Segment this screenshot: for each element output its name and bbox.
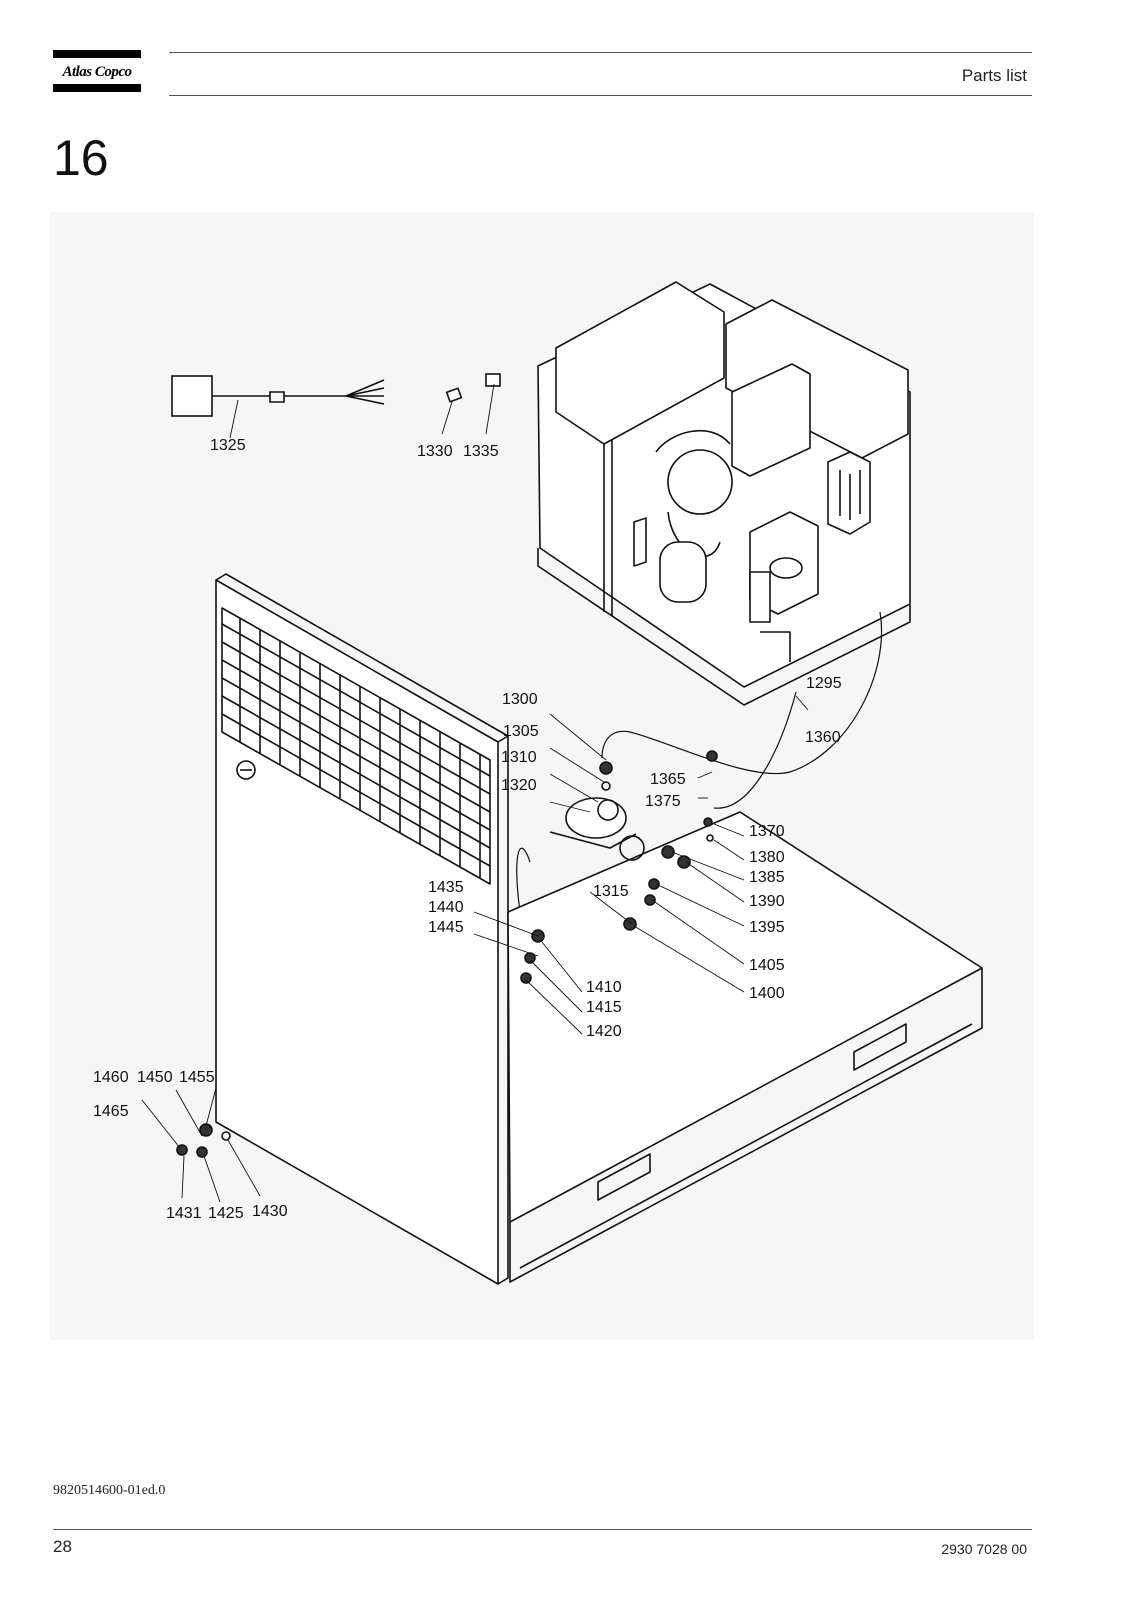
callout-1435: 1435 <box>428 879 464 896</box>
logo-wordmark: Atlas Copco <box>62 64 132 80</box>
enclosure-panel <box>215 573 509 1285</box>
callout-1315: 1315 <box>593 883 629 900</box>
callout-1365: 1365 <box>650 771 686 788</box>
callout-1375: 1375 <box>645 793 681 810</box>
logo-bar-bottom <box>53 84 141 92</box>
callout-1300: 1300 <box>502 691 538 708</box>
callout-1320: 1320 <box>501 777 537 794</box>
base-frame <box>507 811 983 1283</box>
page-title: Parts list <box>961 66 1027 85</box>
callout-1390: 1390 <box>749 893 785 910</box>
logo-bar-top <box>53 50 141 58</box>
header-rule-top <box>169 52 1032 53</box>
callout-1370: 1370 <box>749 823 785 840</box>
callout-1305: 1305 <box>503 723 539 740</box>
section-number: 16 <box>53 130 109 186</box>
callout-labels: 1325 1330 1335 1300 1305 1310 1320 1295 … <box>93 437 842 1222</box>
callout-1440: 1440 <box>428 899 464 916</box>
header-rule-bottom <box>169 95 1032 96</box>
footer-rule <box>53 1529 1032 1530</box>
dryer-unit <box>537 281 911 706</box>
callout-1425: 1425 <box>208 1205 244 1222</box>
callout-1405: 1405 <box>749 957 785 974</box>
page-number: 28 <box>53 1537 72 1556</box>
callout-1330: 1330 <box>417 443 453 460</box>
callout-1415: 1415 <box>586 999 622 1016</box>
callout-1450: 1450 <box>137 1069 173 1086</box>
callout-1455: 1455 <box>179 1069 215 1086</box>
callout-1465: 1465 <box>93 1103 129 1120</box>
callout-1310: 1310 <box>501 749 537 766</box>
document-code: 9820514600-01ed.0 <box>53 1483 166 1498</box>
callout-1420: 1420 <box>586 1023 622 1040</box>
part-number: 2930 7028 00 <box>941 1541 1027 1557</box>
callout-1410: 1410 <box>586 979 622 996</box>
leader-lines <box>141 383 809 1203</box>
exploded-parts-drawing: 1325 1330 1335 1300 1305 1310 1320 1295 … <box>50 212 1034 1340</box>
connector-parts <box>171 373 718 1158</box>
callout-1431: 1431 <box>166 1205 202 1222</box>
callout-1460: 1460 <box>93 1069 129 1086</box>
callout-1380: 1380 <box>749 849 785 866</box>
callout-1335: 1335 <box>463 443 499 460</box>
callout-1445: 1445 <box>428 919 464 936</box>
callout-1325: 1325 <box>210 437 246 454</box>
callout-1400: 1400 <box>749 985 785 1002</box>
callout-1385: 1385 <box>749 869 785 886</box>
parts-drawing-svg: 1325 1330 1335 1300 1305 1310 1320 1295 … <box>93 281 983 1285</box>
atlas-copco-logo: Atlas Copco <box>53 50 141 94</box>
callout-1430: 1430 <box>252 1203 288 1220</box>
callout-1360: 1360 <box>805 729 841 746</box>
callout-1395: 1395 <box>749 919 785 936</box>
callout-1295: 1295 <box>806 675 842 692</box>
